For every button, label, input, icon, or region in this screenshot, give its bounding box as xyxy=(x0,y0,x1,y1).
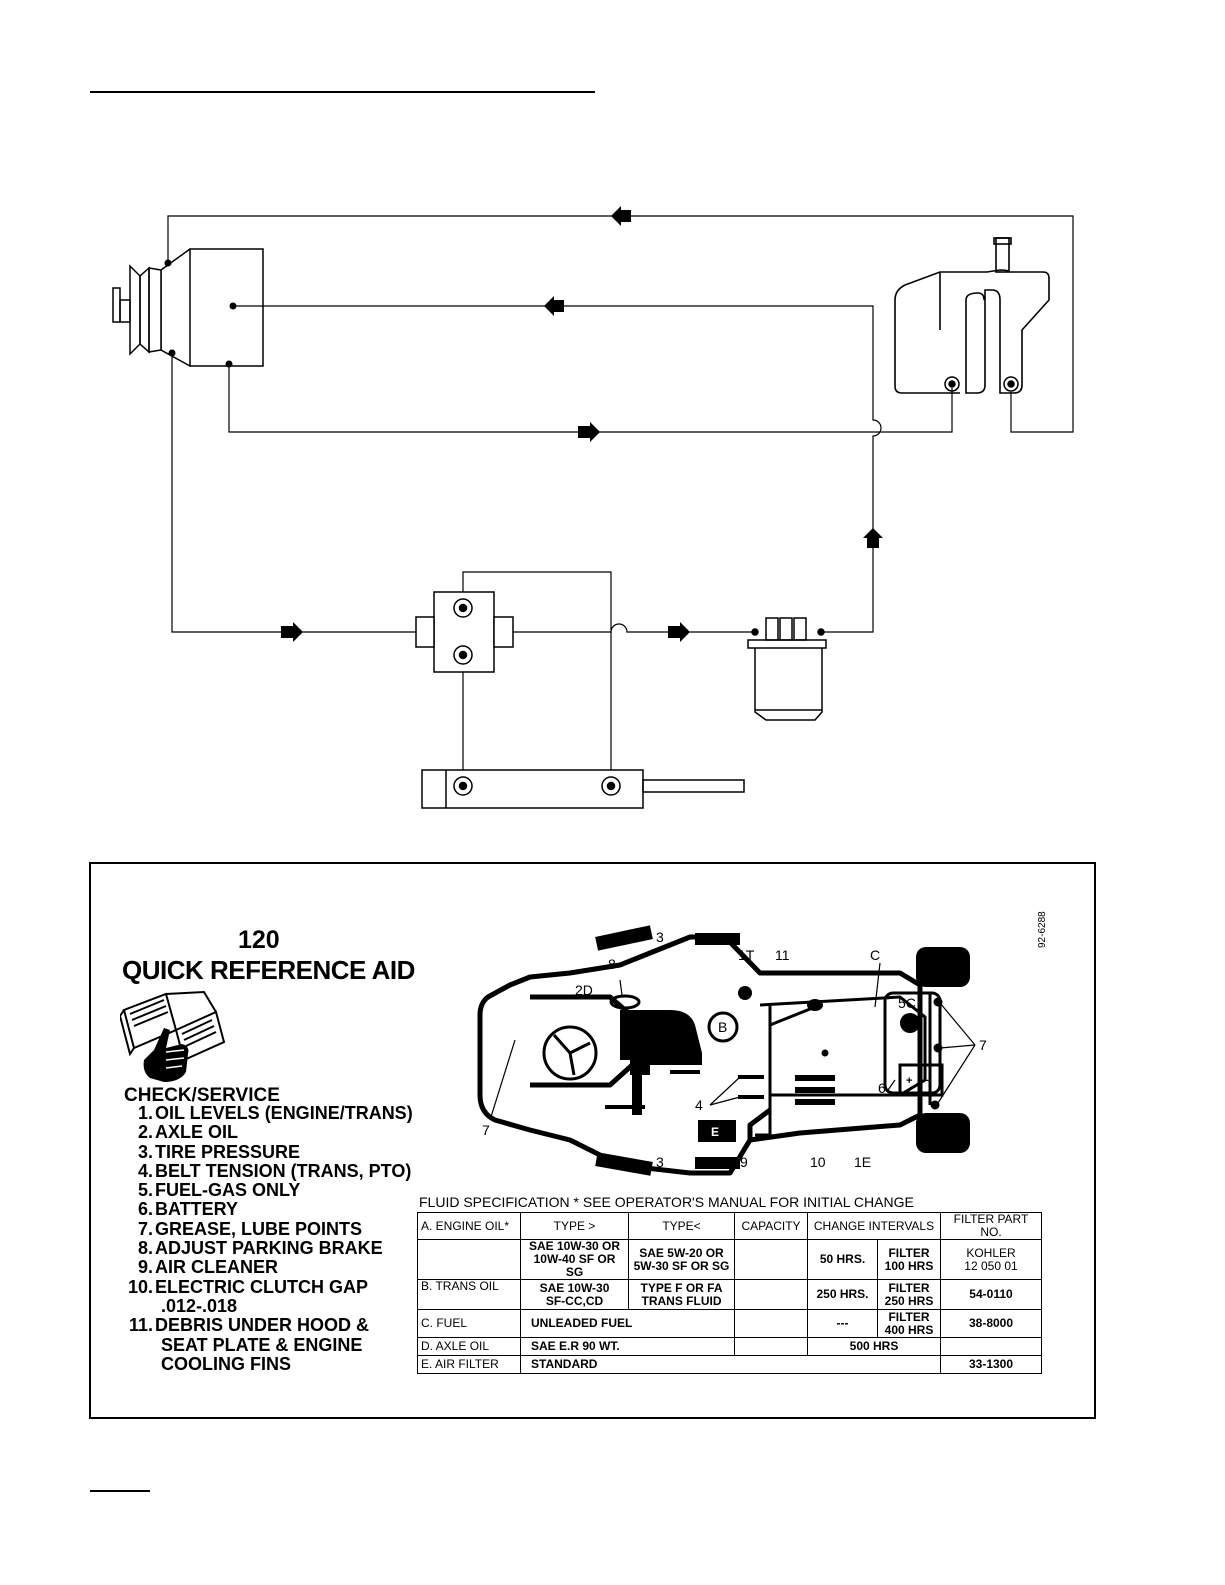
front-tire-bottom xyxy=(595,1152,653,1176)
list-item: 4.BELT TENSION (TRANS, PTO) xyxy=(137,1160,412,1181)
oil-filter-icon xyxy=(747,617,827,721)
list-item: 2.AXLE OIL xyxy=(137,1122,239,1143)
flow-arrow-left xyxy=(611,206,631,226)
decal-part-number: 92-6288 xyxy=(1037,911,1048,948)
check-service-list: 1.OIL LEVELS (ENGINE/TRANS) 2.AXLE OIL 3… xyxy=(100,1103,413,1374)
rear-wheel-top-right xyxy=(916,947,970,987)
label-2d: 2D xyxy=(575,982,593,998)
reference-title: QUICK REFERENCE AID xyxy=(122,955,415,985)
list-item: COOLING FINS xyxy=(161,1353,291,1374)
manual-book-icon xyxy=(120,990,226,1082)
label-10: 10 xyxy=(810,1154,826,1170)
list-item: 8.ADJUST PARKING BRAKE xyxy=(137,1238,383,1259)
label-3-7-bottom: 3,7 xyxy=(917,1112,937,1128)
quick-reference-panel xyxy=(89,862,1096,1419)
battery-plus: + xyxy=(906,1075,912,1087)
label-8: 8 xyxy=(608,956,616,972)
supply-line-middle xyxy=(233,305,882,633)
list-item: 10.ELECTRIC CLUTCH GAP xyxy=(127,1276,368,1297)
fluid-specification-table: A. ENGINE OIL* TYPE > TYPE< CAPACITY CHA… xyxy=(417,1212,1042,1374)
header-rule xyxy=(90,91,595,93)
label-3-bottom: 3 xyxy=(656,1154,664,1170)
lift-cylinder-icon xyxy=(421,769,745,809)
list-item: 1.OIL LEVELS (ENGINE/TRANS) xyxy=(137,1103,413,1123)
list-item: 11.DEBRIS UNDER HOOD & xyxy=(128,1315,370,1336)
table-row: A. ENGINE OIL* TYPE > TYPE< CAPACITY CHA… xyxy=(417,1212,1042,1240)
return-line-top xyxy=(167,215,1074,433)
flow-arrow-right xyxy=(578,422,600,442)
rear-wheel-bottom-right xyxy=(916,1113,970,1153)
fluid-specification-heading: FLUID SPECIFICATION * SEE OPERATOR'S MAN… xyxy=(419,1194,914,1210)
list-item: 7.GREASE, LUBE POINTS xyxy=(137,1218,363,1239)
label-7-right: 7 xyxy=(979,1037,987,1053)
label-1e: 1E xyxy=(854,1154,871,1170)
list-item: 3.TIRE PRESSURE xyxy=(137,1141,301,1162)
rear-tire-top xyxy=(695,933,740,945)
tractor-service-diagram: 3 3 8 2D B 1T 11 C 3,7 5C 7 6 3,7 4 7 9 … xyxy=(477,925,987,1176)
label-1t: 1T xyxy=(738,947,755,963)
flow-arrow-right xyxy=(668,622,690,642)
label-3-7-top: 3,7 xyxy=(917,946,937,962)
line-engine-to-tank xyxy=(228,364,953,433)
table-row: E. AIR FILTER STANDARD 33-1300 xyxy=(417,1355,1042,1374)
list-item: 6.BATTERY xyxy=(137,1199,238,1220)
label-9: 9 xyxy=(740,1154,748,1170)
list-item: SEAT PLATE & ENGINE xyxy=(161,1334,363,1355)
tank-ports xyxy=(944,376,1019,392)
footer-rule xyxy=(90,1490,150,1492)
list-item: 9.AIR CLEANER xyxy=(137,1257,279,1278)
front-tire-top xyxy=(595,925,653,951)
check-service-heading: CHECK/SERVICE xyxy=(124,1085,280,1106)
list-item: 5.FUEL-GAS ONLY xyxy=(137,1180,301,1201)
label-3-top: 3 xyxy=(656,929,664,945)
label-7-left: 7 xyxy=(482,1122,490,1138)
transmission-tank-icon xyxy=(894,237,1050,394)
label-11: 11 xyxy=(775,947,790,963)
label-b: B xyxy=(718,1019,727,1035)
table-row: D. AXLE OIL SAE E.R 90 WT. 500 HRS xyxy=(417,1337,1042,1356)
line-valve-to-cylinder-a xyxy=(462,571,612,784)
rear-tire-bottom xyxy=(695,1157,740,1169)
list-item: .012-.018 xyxy=(161,1295,238,1316)
label-4: 4 xyxy=(695,1097,703,1113)
label-e: E xyxy=(711,1125,719,1139)
engine-icon xyxy=(112,248,264,367)
line-engine-to-valve xyxy=(171,353,416,633)
label-c: C xyxy=(870,947,880,963)
flow-arrow-up xyxy=(863,528,883,548)
battery-minus: − xyxy=(925,1075,931,1087)
line-valve-to-filter xyxy=(513,623,755,633)
label-5c: 5C xyxy=(898,995,916,1011)
control-valve-icon xyxy=(415,591,514,673)
label-6: 6 xyxy=(878,1080,886,1096)
model-number: 120 xyxy=(238,926,280,954)
flow-arrow-left xyxy=(544,296,564,316)
flow-arrow-right xyxy=(281,622,303,642)
hydraulic-flow-diagram xyxy=(112,206,1074,809)
